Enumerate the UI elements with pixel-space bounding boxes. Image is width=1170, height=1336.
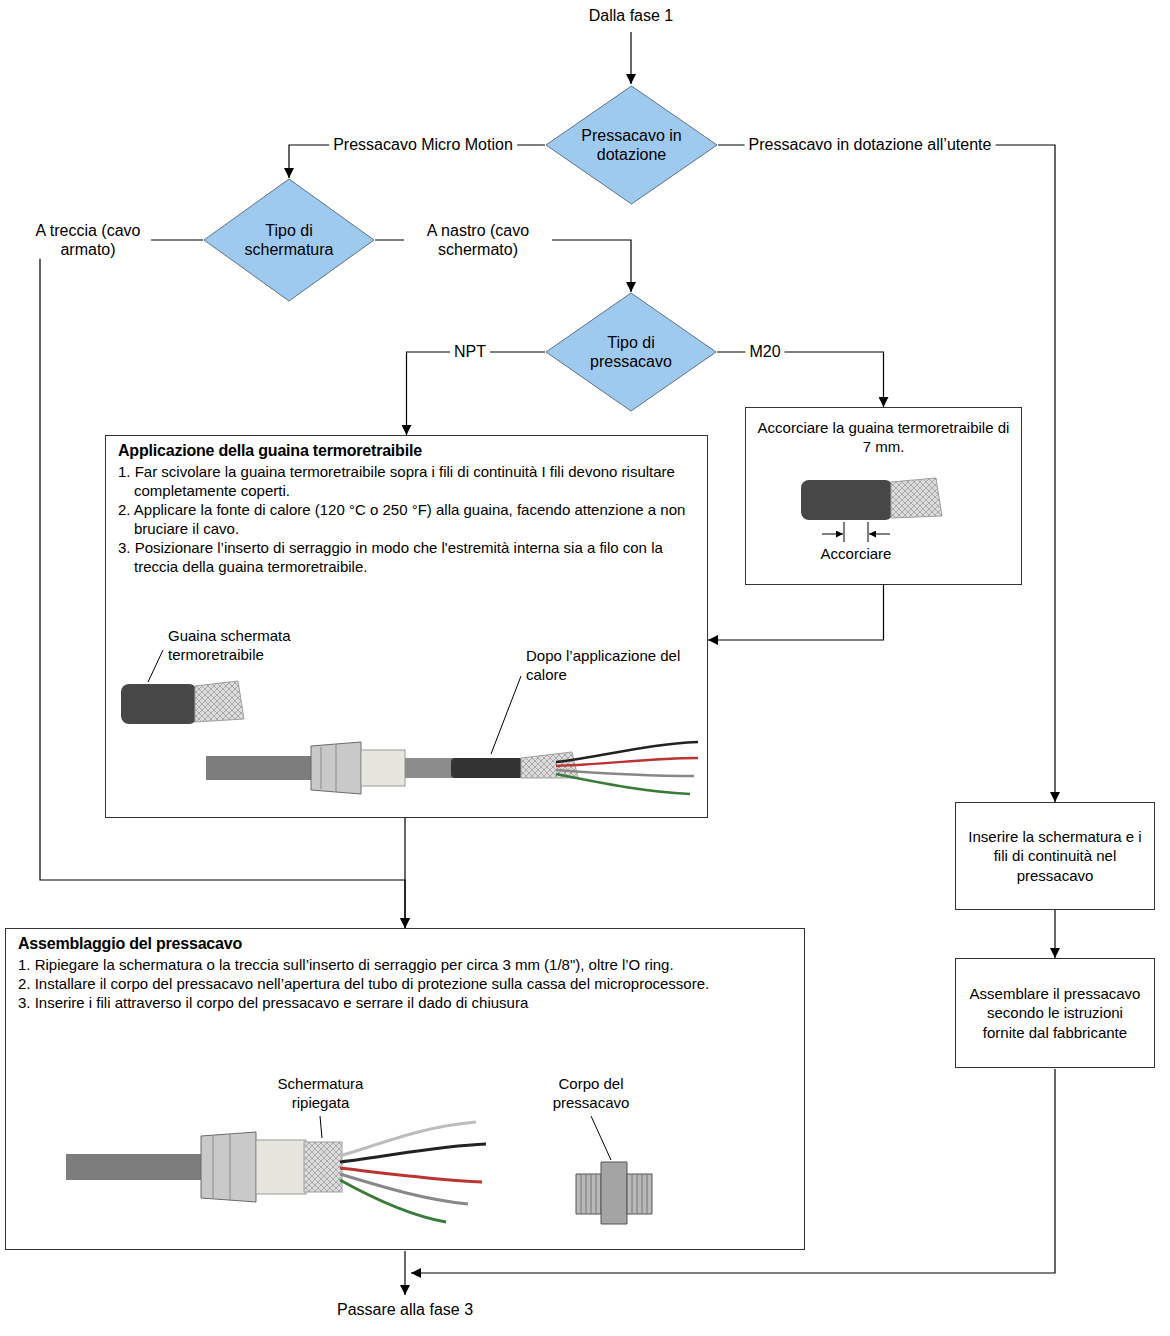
illustration-part (336, 745, 337, 791)
edge-label: A treccia (cavo armato) (25, 221, 151, 259)
diamond-shape (546, 86, 717, 204)
illustration-part (556, 770, 694, 776)
diamond-outline (545, 85, 718, 205)
illustration-part (66, 1154, 206, 1180)
text-stack: Accorciare la guaina termoretraibile di … (746, 408, 1021, 456)
decision-diamond: Tipo di pressacavo (545, 292, 717, 412)
step-text: 3. Posizionare l’inserto di serraggio in… (118, 538, 697, 576)
illustration-part (451, 758, 523, 778)
node-text: Accorciare la guaina termoretraibile di … (756, 418, 1011, 456)
process-box: Assemblare il pressacavo secondo le istr… (955, 958, 1155, 1068)
step-text: 1. Far scivolare la guaina termoretraibi… (118, 462, 697, 500)
illustration-part (591, 1116, 611, 1160)
flow-connector (407, 352, 546, 435)
illustration-part (321, 747, 322, 789)
figure-label: Guaina schermata termoretraibile (168, 626, 358, 664)
illustration-part (556, 758, 698, 766)
illustration-part (801, 480, 893, 520)
illustration-part (868, 522, 869, 542)
edge-label: M20 (745, 342, 784, 361)
end-arrow (404, 1251, 405, 1295)
illustration-part (601, 1162, 627, 1224)
flow-terminal-text: Dalla fase 1 (521, 6, 741, 25)
instruction-box: Applicazione della guaina termoretraibil… (105, 435, 708, 818)
illustration-part (869, 534, 890, 535)
flow-connector (404, 818, 405, 928)
node-text: Tipo di pressacavo (570, 333, 692, 371)
illustration-part (195, 681, 244, 722)
flow-terminal-text: Passare alla fase 3 (285, 1300, 525, 1319)
node-text: Tipo di schermatura (228, 221, 350, 259)
flow-connector (718, 145, 1055, 802)
illustration: Schermatura ripiegata Corpo del pressacav… (6, 1074, 806, 1246)
diamond-shape (546, 293, 716, 411)
edge-label: A nastro (cavo schermato) (404, 221, 552, 259)
flow-connector (717, 352, 884, 407)
text-stack: Applicazione della guaina termoretraibil… (106, 436, 707, 576)
illustration-part (822, 534, 843, 535)
process-box: Accorciare la guaina termoretraibile di … (745, 407, 1022, 585)
text-stack: Tipo di schermatura (203, 178, 375, 302)
node-text: Inserire la schermatura e i fili di cont… (966, 827, 1144, 884)
diamond-outline (545, 292, 717, 412)
illustration-part (304, 1142, 342, 1192)
node-text: Assemblare il pressacavo secondo le istr… (966, 984, 1144, 1041)
step-text: 2. Installare il corpo del pressacavo ne… (18, 974, 794, 993)
diamond-outline (203, 178, 375, 302)
figure-label: Accorciare (796, 544, 916, 563)
illustration-part (340, 1180, 446, 1222)
illustration-part (844, 522, 845, 542)
illustration-part (320, 1116, 322, 1138)
illustration-part (361, 750, 405, 786)
illustration-part (256, 1140, 306, 1194)
process-box: Inserire la schermatura e i fili di cont… (955, 802, 1155, 910)
illustration-part (405, 758, 455, 778)
edge-label: Pressacavo Micro Motion (329, 135, 517, 154)
text-stack: Assemblaggio del pressacavo1. Ripiegare … (6, 929, 804, 1012)
step-text: 2. Applicare la fonte di calore (120 °C … (118, 500, 697, 538)
illustration-part (627, 1174, 652, 1214)
decision-diamond: Tipo di schermatura (203, 178, 375, 302)
step-text: 1. Ripiegare la schermatura o la treccia… (18, 955, 794, 974)
step-text: 3. Inserire i fili attraverso il corpo d… (18, 993, 794, 1012)
text-stack: Assemblare il pressacavo secondo le istr… (956, 959, 1154, 1067)
illustration-part (311, 742, 361, 794)
illustration-part (148, 650, 163, 682)
cable-illustration (6, 1074, 806, 1246)
text-stack: Pressacavo in dotazione (545, 85, 718, 205)
illustration-part (213, 1136, 214, 1198)
flow-connector (708, 585, 884, 640)
diamond-shape (204, 179, 374, 301)
illustration-part (230, 1134, 231, 1200)
illustration-part (576, 1174, 601, 1214)
figure-label: Dopo l’applicazione del calore (526, 646, 701, 684)
edge-label: Pressacavo in dotazione all’utente (745, 135, 996, 154)
illustration-part (891, 478, 942, 518)
decision-diamond: Pressacavo in dotazione (545, 85, 718, 205)
illustration-part (340, 1144, 486, 1162)
illustration-part (491, 676, 521, 754)
illustration-part (121, 684, 197, 724)
illustration-part (206, 756, 316, 780)
box-heading: Assemblaggio del pressacavo (18, 934, 794, 955)
illustration-part (201, 1132, 256, 1202)
illustration-part (581, 1174, 647, 1214)
illustration: Accorciare (746, 470, 1023, 582)
illustration: Guaina schermata termoretraibileDopo l’a… (106, 626, 709, 811)
cable-illustration (746, 470, 1023, 582)
instruction-box: Assemblaggio del pressacavo1. Ripiegare … (5, 928, 805, 1250)
edge-label: NPT (450, 342, 490, 361)
text-stack: Inserire la schermatura e i fili di cont… (956, 803, 1154, 909)
node-text: Pressacavo in dotazione (571, 126, 693, 164)
flow-connector (1054, 910, 1055, 958)
figure-label: Schermatura ripiegata (258, 1074, 383, 1112)
start-arrow (630, 32, 631, 84)
figure-label: Corpo del pressacavo (536, 1074, 646, 1112)
text-stack: Tipo di pressacavo (545, 292, 717, 412)
illustration-part (556, 774, 690, 794)
box-heading: Applicazione della guaina termoretraibil… (118, 441, 697, 462)
